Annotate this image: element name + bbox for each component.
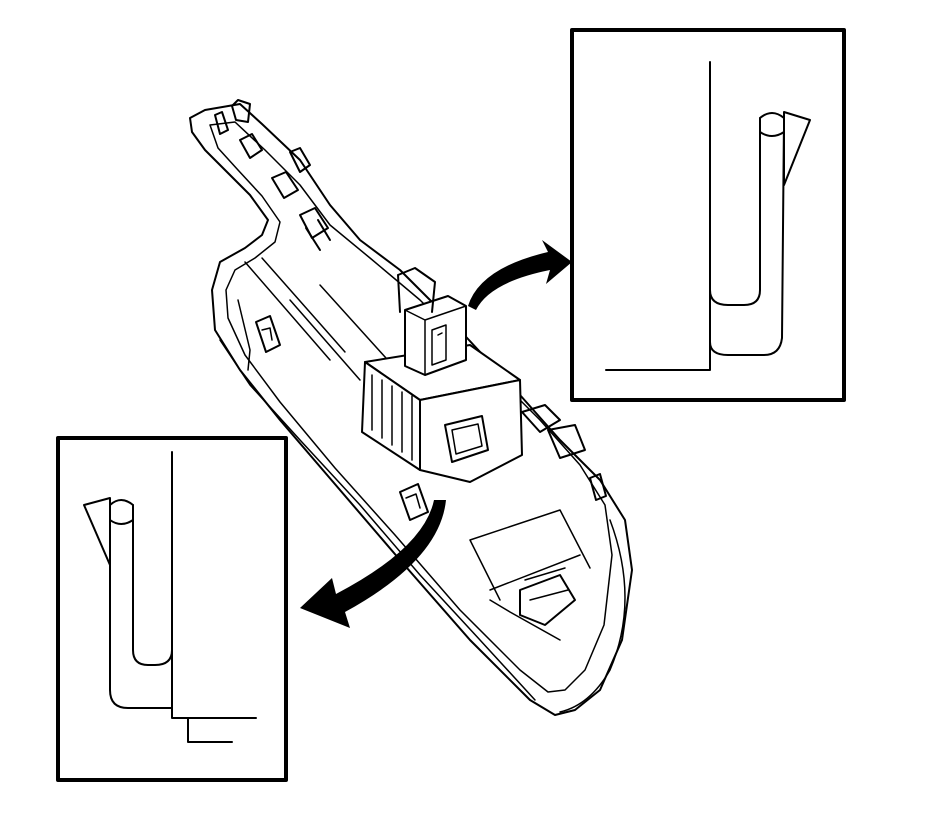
arrow-body (468, 240, 572, 310)
clip-tab (405, 493, 421, 509)
panel-bottom-edge (219, 339, 536, 701)
clip-top (759, 112, 785, 137)
lower-clips (399, 404, 607, 521)
clip-tab (305, 219, 331, 251)
end-cap (489, 599, 561, 641)
panel-outer-outline (189, 103, 633, 716)
rib (289, 299, 361, 381)
clip-tab (271, 171, 299, 199)
lower-left-detail (56, 436, 288, 782)
pocket-rib (524, 567, 569, 601)
rib (261, 257, 346, 353)
side-clip-detail (261, 327, 273, 341)
rib (244, 261, 331, 361)
callout-arrow-upper (468, 240, 572, 310)
rib (319, 284, 396, 369)
clip-tab (299, 207, 329, 239)
terminal-tower-face (404, 305, 467, 376)
panel-inner-rim (209, 121, 613, 693)
clip-tab (399, 483, 429, 521)
terminal-tower (404, 295, 467, 376)
clip-tab (289, 147, 311, 173)
panel-curved-end (559, 519, 626, 713)
panel-wall (605, 61, 711, 371)
connector-housing (361, 267, 523, 483)
clip-tab (214, 111, 229, 135)
terminal-post (397, 267, 436, 313)
clip-wedge (783, 111, 811, 186)
callout-arrow-lower (300, 500, 446, 628)
clip-tab (231, 99, 251, 123)
clip-wedge (83, 497, 111, 566)
detail-frame (570, 28, 846, 402)
clip-tab (521, 404, 561, 433)
terminal-slot (431, 324, 447, 366)
upper-right-detail (570, 28, 846, 402)
socket-inner (451, 423, 483, 455)
upper-end-clips (214, 99, 331, 251)
pocket-frame (469, 509, 591, 601)
retaining-clip (709, 117, 785, 356)
end-pocket (469, 509, 591, 641)
clip-top (109, 499, 134, 525)
side-clip (255, 315, 281, 353)
clip-tab (547, 424, 586, 459)
retaining-clip (109, 504, 173, 709)
pocket-insert (519, 574, 576, 626)
panel-ribs (237, 257, 396, 381)
clip-tab (589, 473, 607, 501)
panel-wall (171, 451, 257, 743)
arrow-body (300, 500, 446, 628)
trim-panel-assembly (189, 99, 633, 716)
housing-ribs (371, 374, 413, 461)
rib (237, 299, 251, 371)
clip-tab (239, 133, 263, 159)
